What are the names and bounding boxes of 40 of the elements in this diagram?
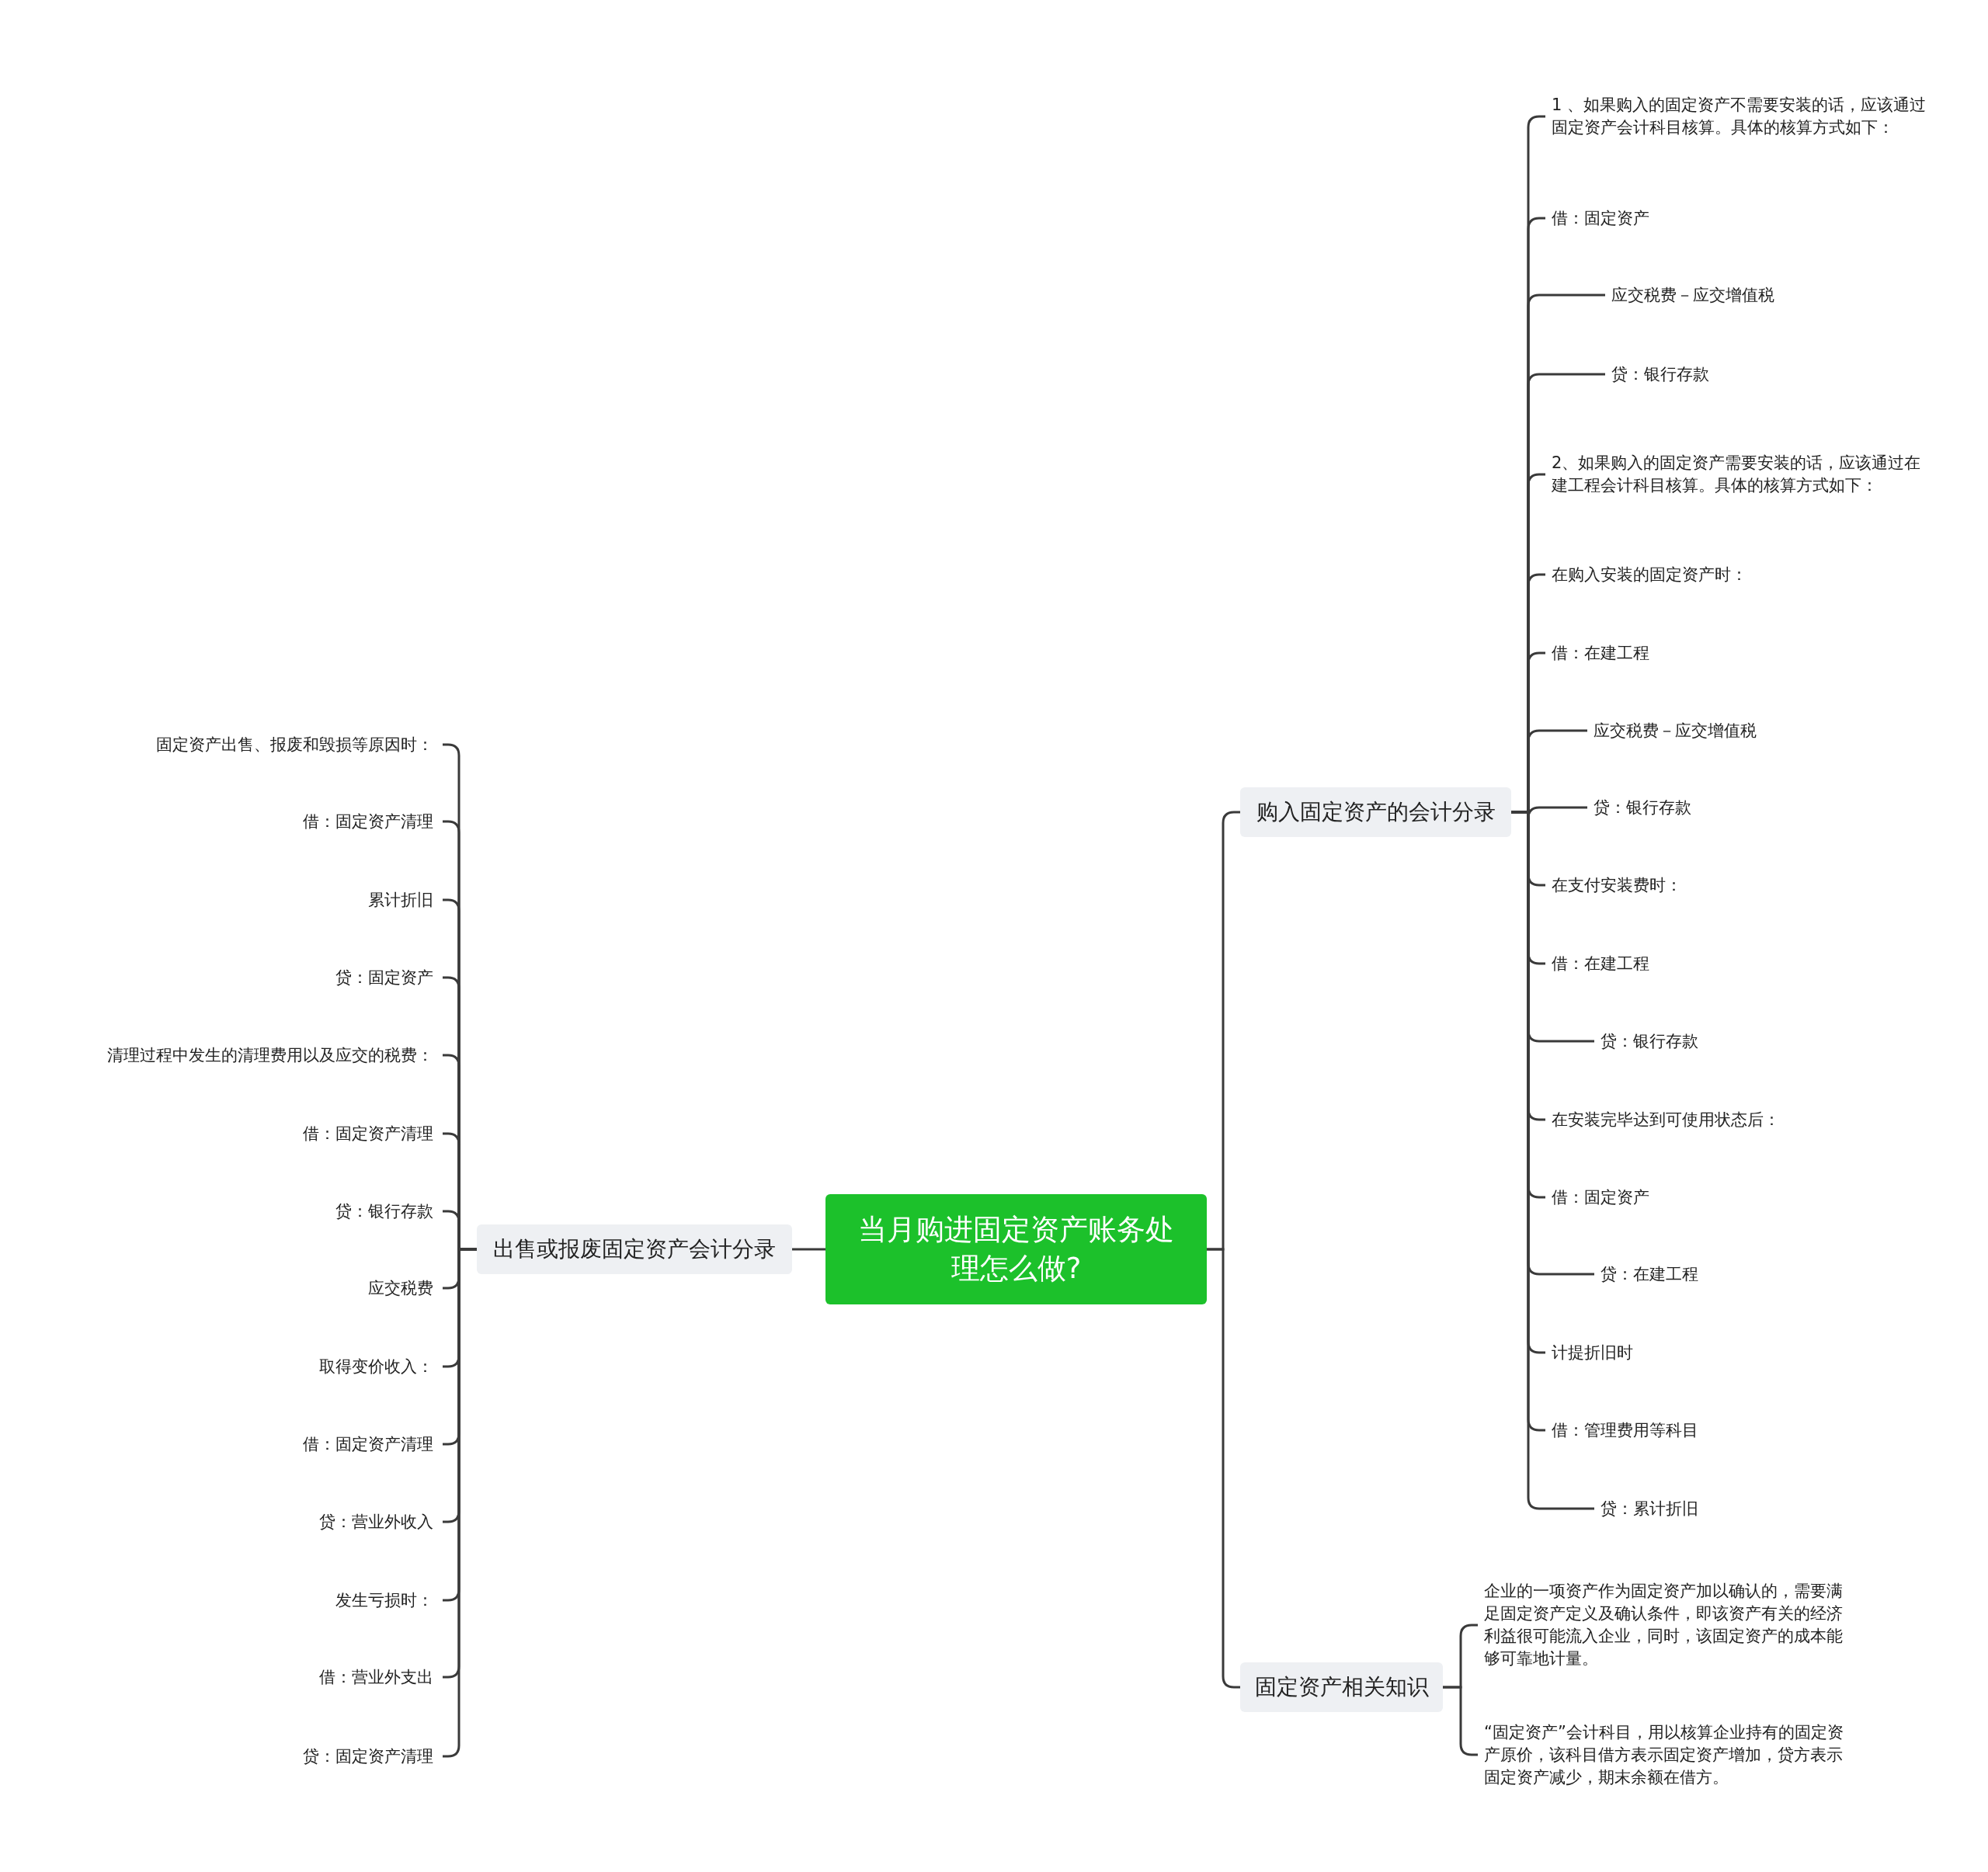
connector-line	[792, 1248, 825, 1251]
branch-topic: 固定资产相关知识	[1240, 1662, 1443, 1712]
leaf-text: 贷：银行存款	[1605, 363, 1934, 386]
leaf-text: 贷：银行存款	[54, 1200, 443, 1223]
leaf-text: 借：固定资产	[1545, 1186, 1934, 1209]
leaf-text: 借：在建工程	[1545, 952, 1934, 975]
connector-line	[1207, 1248, 1240, 1689]
leaf-text: 贷：累计折旧	[1594, 1497, 1934, 1520]
leaf-text: 清理过程中发生的清理费用以及应交的税费：	[54, 1044, 443, 1067]
leaf-text: 计提折旧时	[1545, 1341, 1934, 1364]
leaf-text: 在安装完毕达到可使用状态后：	[1545, 1108, 1934, 1131]
leaf-text: 应交税费－应交增值税	[1605, 283, 1934, 307]
branch-topic: 出售或报废固定资产会计分录	[477, 1224, 792, 1274]
leaf-text: 贷：银行存款	[1594, 1030, 1934, 1053]
leaf-text: 在购入安装的固定资产时：	[1545, 563, 1934, 586]
leaf-text: 借：管理费用等科目	[1545, 1419, 1934, 1442]
central-topic: 当月购进固定资产账务处理怎么做?	[825, 1194, 1207, 1304]
leaf-text: 发生亏损时：	[54, 1589, 443, 1612]
leaf-text: 取得变价收入：	[54, 1355, 443, 1378]
leaf-text: 借：营业外支出	[54, 1665, 443, 1689]
leaf-text: 借：固定资产清理	[54, 810, 443, 833]
leaf-text: 借：固定资产清理	[54, 1122, 443, 1145]
leaf-text: 借：在建工程	[1545, 641, 1934, 665]
branch-topic: 购入固定资产的会计分录	[1240, 787, 1511, 837]
leaf-text: 贷：固定资产清理	[54, 1745, 443, 1768]
leaf-text: 累计折旧	[54, 888, 443, 912]
leaf-text: 贷：在建工程	[1594, 1262, 1934, 1286]
leaf-text: 贷：营业外收入	[54, 1510, 443, 1533]
leaf-text: 贷：银行存款	[1587, 796, 1934, 819]
leaf-text: 应交税费－应交增值税	[1587, 719, 1934, 742]
leaf-text: 在支付安装费时：	[1545, 873, 1934, 897]
leaf-text: 借：固定资产	[1545, 207, 1934, 230]
leaf-text: 2、如果购入的固定资产需要安装的话，应该通过在建工程会计科目核算。具体的核算方式如下：	[1545, 452, 1934, 497]
leaf-text: 贷：固定资产	[54, 966, 443, 989]
leaf-text: 应交税费	[54, 1276, 443, 1300]
leaf-text: 1 、如果购入的固定资产不需要安装的话，应该通过固定资产会计科目核算。具体的核算方式如下：	[1545, 94, 1934, 139]
leaf-text: 固定资产出售、报废和毁损等原因时：	[54, 733, 443, 756]
leaf-text: “固定资产”会计科目，用以核算企业持有的固定资产原价，该科目借方表示固定资产增加，贷方表示固定资产减少，期末余额在借方。	[1478, 1721, 1851, 1789]
leaf-text: 借：固定资产清理	[54, 1433, 443, 1456]
leaf-text: 企业的一项资产作为固定资产加以确认的，需要满足固定资产定义及确认条件，即该资产有关的经济利益很可能流入企业，同时，该固定资产的成本能够可靠地计量。	[1478, 1580, 1851, 1670]
